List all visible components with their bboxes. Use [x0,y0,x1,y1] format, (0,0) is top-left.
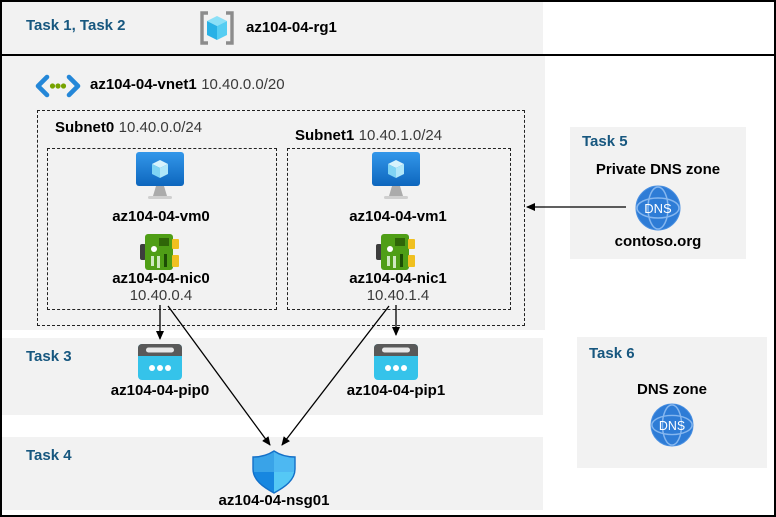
nsg-name: az104-04-nsg01 [218,492,330,509]
dns-icon-text: DNS [644,201,672,216]
subnet0-title: Subnet0 10.40.0.0/24 [55,119,202,137]
nic1-ip: 10.40.1.4 [366,287,430,304]
task5-label: Task 5 [582,133,628,150]
vm0-name: az104-04-vm0 [112,208,210,225]
private-dns-globe-icon: DNS [635,185,681,231]
vnet-cidr: 10.40.0.0/20 [201,76,285,93]
dns-icon-text: DNS [659,419,685,433]
task5-panel: Task 5 Private DNS zone DNS contoso.org [570,127,746,259]
task5-title: Private DNS zone [595,161,721,178]
task3-label: Task 3 [26,348,72,365]
task1-2-label: Task 1, Task 2 [26,17,126,34]
vm0-virtual-machine-icon [136,152,184,199]
task1-2-panel [2,2,543,54]
resource-group-icon [200,11,234,45]
vm1-virtual-machine-icon [372,152,420,199]
task3-panel [2,338,543,415]
subnet1-name: Subnet1 [295,127,355,144]
pip1-name: az104-04-pip1 [346,382,446,399]
pip1-public-ip-icon [374,344,418,380]
pip0-public-ip-icon [138,344,182,380]
vnet-name: az104-04-vnet1 [90,76,197,93]
vnet-title: az104-04-vnet1 10.40.0.0/20 [90,76,285,94]
vnet-panel [2,56,545,330]
dns-globe-icon: DNS [650,403,694,447]
subnet0-box [47,148,277,310]
nic0-name: az104-04-nic0 [112,270,210,287]
vm1-name: az104-04-vm1 [349,208,447,225]
virtual-network-icon [35,74,81,98]
nic1-network-interface-icon [376,234,415,270]
private-dns-zone-name: contoso.org [614,233,702,250]
nsg-shield-icon [252,450,296,494]
pip0-name: az104-04-pip0 [110,382,210,399]
vnet-dashed-boundary [37,110,525,326]
task6-label: Task 6 [589,345,635,362]
subnet1-box [287,148,511,310]
nic0-ip: 10.40.0.4 [129,287,193,304]
nic0-network-interface-icon [140,234,179,270]
task6-panel: Task 6 DNS zone DNS [577,337,767,468]
top-divider [2,54,774,56]
subnet1-cidr: 10.40.1.0/24 [358,127,443,144]
task4-label: Task 4 [26,447,72,464]
resource-group-name: az104-04-rg1 [246,19,337,36]
subnet0-name: Subnet0 [55,119,115,136]
subnet1-title: Subnet1 10.40.1.0/24 [295,127,442,145]
nic1-name: az104-04-nic1 [349,270,447,287]
task6-title: DNS zone [636,381,707,398]
subnet0-cidr: 10.40.0.0/24 [118,119,203,136]
